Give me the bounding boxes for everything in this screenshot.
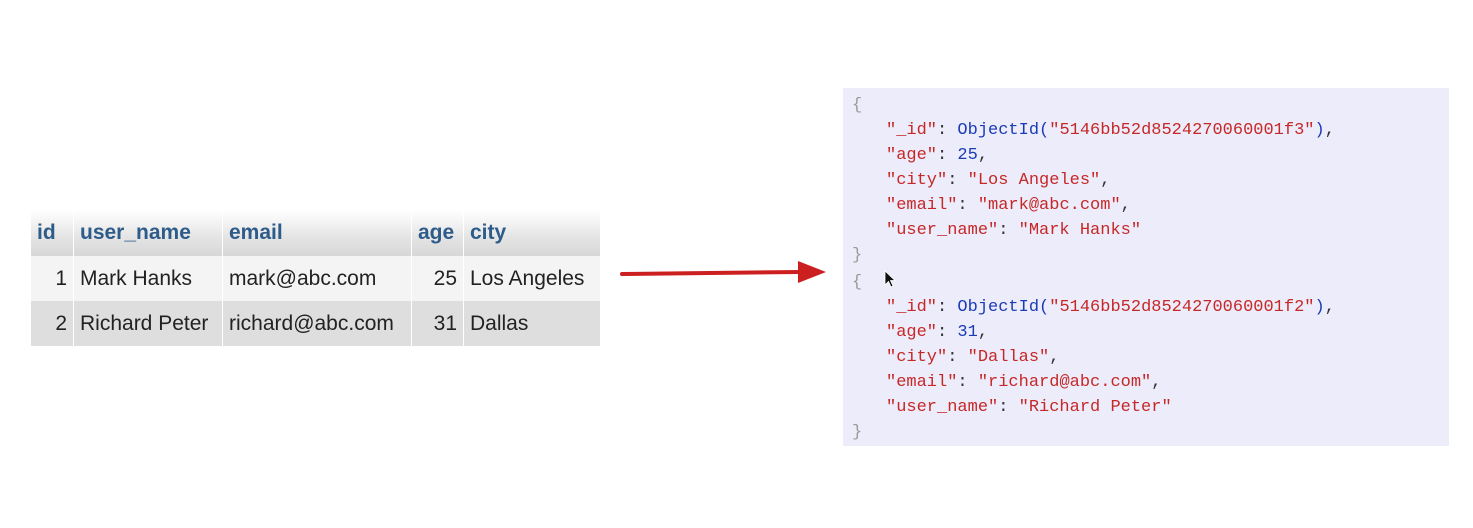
colon: : [998,398,1019,417]
comma: , [1120,196,1131,215]
doc1-id-line: "_id": ObjectId("5146bb52d8524270060001f… [886,118,1335,143]
header-user-name[interactable]: user_name [73,210,223,256]
mouse-pointer-icon [884,270,896,288]
cell-city: Dallas [463,301,601,346]
doc2-open-brace: { [852,273,863,292]
cell-id: 1 [31,256,74,301]
key-user-name: "user_name" [886,398,999,417]
doc1-city-line: "city": "Los Angeles", [886,168,1110,193]
doc2-user-name-value: "Richard Peter" [1018,398,1172,417]
doc2-city-line: "city": "Dallas", [886,345,1059,370]
colon: : [937,323,958,342]
doc2-email-line: "email": "richard@abc.com", [886,370,1161,395]
comma: , [1324,121,1335,140]
cell-email: mark@abc.com [222,256,412,301]
doc1-open-brace: { [852,96,863,115]
doc2-city-value: "Dallas" [967,348,1050,367]
doc1-age-value: 25 [957,146,978,165]
comma: , [977,146,989,165]
key-id: "_id" [886,298,938,317]
objectid-close: ) [1314,298,1325,317]
doc2-age-value: 31 [957,323,978,342]
cell-user-name: Richard Peter [73,301,223,346]
table-header-row: id user_name email age city [31,210,601,256]
sql-table: id user_name email age city 1 Mark Hanks… [31,210,601,346]
colon: : [937,298,958,317]
doc2-id-line: "_id": ObjectId("5146bb52d8524270060001f… [886,295,1335,320]
doc1-email-value: "mark@abc.com" [977,196,1121,215]
table-row[interactable]: 1 Mark Hanks mark@abc.com 25 Los Angeles [31,256,601,301]
header-id[interactable]: id [31,210,74,256]
header-city[interactable]: city [463,210,601,256]
key-city: "city" [886,348,948,367]
cell-user-name: Mark Hanks [73,256,223,301]
key-age: "age" [886,146,938,165]
doc1-email-line: "email": "mark@abc.com", [886,193,1131,218]
doc2-close-brace: } [852,423,863,442]
doc1-close-brace: } [852,246,863,265]
comma: , [1151,373,1162,392]
key-id: "_id" [886,121,938,140]
doc2-age-line: "age": 31, [886,320,988,345]
comma: , [977,323,989,342]
colon: : [957,196,978,215]
cell-email: richard@abc.com [222,301,412,346]
objectid-close: ) [1314,121,1325,140]
comma: , [1049,348,1060,367]
colon: : [957,373,978,392]
doc1-user-name-line: "user_name": "Mark Hanks" [886,218,1141,243]
doc1-city-value: "Los Angeles" [967,171,1101,190]
cell-age: 31 [411,301,464,346]
doc1-age-line: "age": 25, [886,143,988,168]
colon: : [937,121,958,140]
doc1-oid-value: "5146bb52d8524270060001f3" [1049,121,1315,140]
comma: , [1100,171,1111,190]
cell-id: 2 [31,301,74,346]
colon: : [947,348,968,367]
objectid-function: ObjectId( [957,298,1050,317]
key-city: "city" [886,171,948,190]
doc1-user-name-value: "Mark Hanks" [1018,221,1142,240]
header-age[interactable]: age [411,210,464,256]
key-email: "email" [886,373,958,392]
cell-age: 25 [411,256,464,301]
table-row[interactable]: 2 Richard Peter richard@abc.com 31 Dalla… [31,301,601,346]
key-user-name: "user_name" [886,221,999,240]
header-email[interactable]: email [222,210,412,256]
doc2-oid-value: "5146bb52d8524270060001f2" [1049,298,1315,317]
colon: : [937,146,958,165]
colon: : [998,221,1019,240]
key-email: "email" [886,196,958,215]
right-arrow-icon [620,261,826,283]
colon: : [947,171,968,190]
doc2-email-value: "richard@abc.com" [977,373,1152,392]
cell-city: Los Angeles [463,256,601,301]
key-age: "age" [886,323,938,342]
objectid-function: ObjectId( [957,121,1050,140]
comma: , [1324,298,1335,317]
doc2-user-name-line: "user_name": "Richard Peter" [886,395,1172,420]
json-documents-panel: { "_id": ObjectId("5146bb52d852427006000… [843,88,1449,446]
